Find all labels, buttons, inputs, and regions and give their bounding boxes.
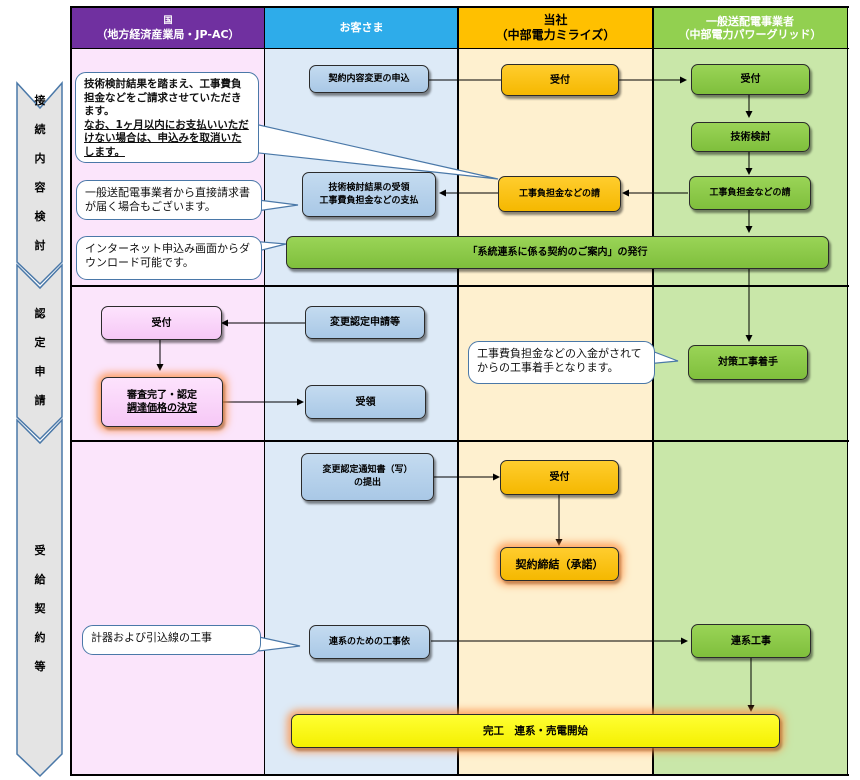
box-label: 「系統連系に係る契約のご案内」の発行 <box>467 247 648 258</box>
grid-line <box>70 774 849 776</box>
box-label: 工事負担金などの請 <box>709 187 791 198</box>
grid-line <box>70 285 849 287</box>
phase-char: 契 <box>34 602 46 615</box>
phase-label-supply-contract: 受 給 契 約 等 <box>20 542 60 687</box>
callout-text: 計器および引込線の工事 <box>91 631 212 644</box>
box-label: 契約締結（承諾） <box>515 557 604 571</box>
callout-payment-before-work: 工事費負担金などの入金がされてからの工事着手となります。 <box>468 341 655 384</box>
callout-billing-note: 技術検討結果を踏まえ、工事費負担金などをご請求させていただきます。 なお、1ヶ月… <box>75 72 259 163</box>
contract-guide-issue-box[interactable]: 「系統連系に係る契約のご案内」の発行 <box>286 236 829 269</box>
phase-arrow-supply-contract <box>16 418 63 778</box>
phase-arrow-certification <box>16 263 63 441</box>
company-reception-2-box[interactable]: 受付 <box>500 460 619 495</box>
phase-label-connection-review: 接 続 内 容 検 討 <box>20 92 60 266</box>
callout-download: インターネット申込み画面からダウンロード可能です。 <box>76 236 262 280</box>
grid-line <box>70 6 849 8</box>
lane-subtitle: （中部電力ミライズ） <box>495 27 616 42</box>
callout-text: 技術検討結果を踏まえ、工事費負担金などをご請求させていただきます。 <box>84 78 242 117</box>
box-label: 受領 <box>355 396 376 408</box>
box-label: 調達価格の決定 <box>127 403 197 414</box>
box-label: 技術検討結果の受領 <box>328 182 410 193</box>
phase-label-certification: 認 定 申 請 <box>20 305 60 421</box>
phase-char: 容 <box>34 181 46 194</box>
grid-interconnection-work-box[interactable]: 連系工事 <box>691 624 811 658</box>
phase-char: 受 <box>34 544 46 557</box>
phase-char: 内 <box>34 152 46 165</box>
phase-char: 定 <box>34 336 46 349</box>
box-label: 対策工事着手 <box>718 357 778 368</box>
grid-line <box>652 6 654 776</box>
lane-subtitle: （地方経済産業局・JP-AC） <box>96 27 240 41</box>
customer-notice-submit-box[interactable]: 変更認定通知書（写） の提出 <box>301 453 434 501</box>
box-label: 受付 <box>549 472 570 483</box>
grid-line <box>70 6 72 776</box>
lane-subtitle: （中部電力パワーグリッド） <box>678 27 822 41</box>
lane-header-government: 国 （地方経済産業局・JP-AC） <box>71 7 265 48</box>
lane-title: お客さま <box>339 21 384 34</box>
callout-tail <box>249 122 499 180</box>
grid-cost-billing-box[interactable]: 工事負担金などの請 <box>689 176 811 210</box>
callout-text: インターネット申込み画面からダウンロード可能です。 <box>85 242 250 269</box>
box-label: 受付 <box>550 74 570 86</box>
phase-char: 約 <box>34 631 46 644</box>
box-label: 工事費負担金などの支払 <box>319 195 419 206</box>
customer-receipt-payment-box[interactable]: 技術検討結果の受領 工事費負担金などの支払 <box>302 172 436 217</box>
customer-change-request-box[interactable]: 契約内容変更の申込 <box>309 65 429 93</box>
box-label: 変更認定通知書（写） <box>322 465 413 475</box>
customer-change-cert-application-box[interactable]: 変更認定申請等 <box>305 306 425 339</box>
grid-line <box>70 48 849 49</box>
company-cost-billing-box[interactable]: 工事負担金などの請 <box>498 176 621 212</box>
lane-title: 一般送配電事業者 <box>706 14 794 28</box>
lane-header-customer: お客さま <box>265 7 458 48</box>
box-label: 審査完了・認定 <box>127 390 197 401</box>
lane-title: 当社 <box>543 12 568 27</box>
box-label: 受付 <box>740 74 761 85</box>
government-reception-box[interactable]: 受付 <box>101 306 222 340</box>
phase-char: 給 <box>34 573 46 586</box>
lane-title: 国 <box>163 15 173 26</box>
phase-char: 続 <box>34 123 46 136</box>
phase-arrow-connection-review <box>16 81 63 286</box>
grid-line <box>70 440 849 442</box>
callout-direct-invoice: 一般送配電事業者から直接請求書が届く場合もございます。 <box>76 180 262 220</box>
phase-char: 認 <box>34 307 46 320</box>
customer-interconnection-request-box[interactable]: 連系のための工事依 <box>309 625 430 659</box>
lane-body-company <box>458 48 653 775</box>
box-label: 連系のための工事依 <box>328 636 410 647</box>
callout-text-underlined: なお、1ヶ月以内にお支払いいただけない場合は、申込みを取消いたします。 <box>84 118 249 158</box>
phase-char: 等 <box>34 660 46 673</box>
grid-countermeasure-start-box[interactable]: 対策工事着手 <box>688 345 808 380</box>
box-label: 連系工事 <box>731 635 771 647</box>
grid-line <box>264 6 265 776</box>
lane-header-company: 当社 （中部電力ミライズ） <box>458 7 653 48</box>
lane-header-grid-operator: 一般送配電事業者 （中部電力パワーグリッド） <box>653 7 847 48</box>
company-contract-signing-box[interactable]: 契約締結（承諾） <box>500 547 619 581</box>
phase-char: 検 <box>34 210 46 223</box>
company-reception-box[interactable]: 受付 <box>501 64 619 96</box>
grid-line <box>457 6 459 776</box>
box-label: 変更認定申請等 <box>330 317 400 328</box>
box-label: 契約内容変更の申込 <box>328 73 410 84</box>
box-label: の提出 <box>353 478 381 488</box>
grid-reception-box[interactable]: 受付 <box>691 64 810 95</box>
customer-receipt-box[interactable]: 受領 <box>305 385 426 419</box>
callout-tail <box>258 636 301 652</box>
grid-line <box>847 6 848 776</box>
box-label: 工事負担金などの請 <box>518 188 600 199</box>
callout-meter-work: 計器および引込線の工事 <box>82 625 261 655</box>
completion-box[interactable]: 完工 連系・売電開始 <box>291 714 780 748</box>
box-label: 受付 <box>151 317 172 329</box>
phase-char: 討 <box>34 239 46 252</box>
phase-char: 申 <box>34 365 46 378</box>
government-review-complete-box[interactable]: 審査完了・認定 調達価格の決定 <box>101 377 223 427</box>
phase-char: 請 <box>34 394 46 407</box>
phase-char: 接 <box>34 94 46 107</box>
box-label: 完工 連系・売電開始 <box>483 724 588 737</box>
callout-text: 一般送配電事業者から直接請求書が届く場合もございます。 <box>85 186 250 213</box>
callout-text: 工事費負担金などの入金がされてからの工事着手となります。 <box>477 347 642 374</box>
box-label: 技術検討 <box>730 131 771 143</box>
grid-technical-review-box[interactable]: 技術検討 <box>691 122 810 152</box>
